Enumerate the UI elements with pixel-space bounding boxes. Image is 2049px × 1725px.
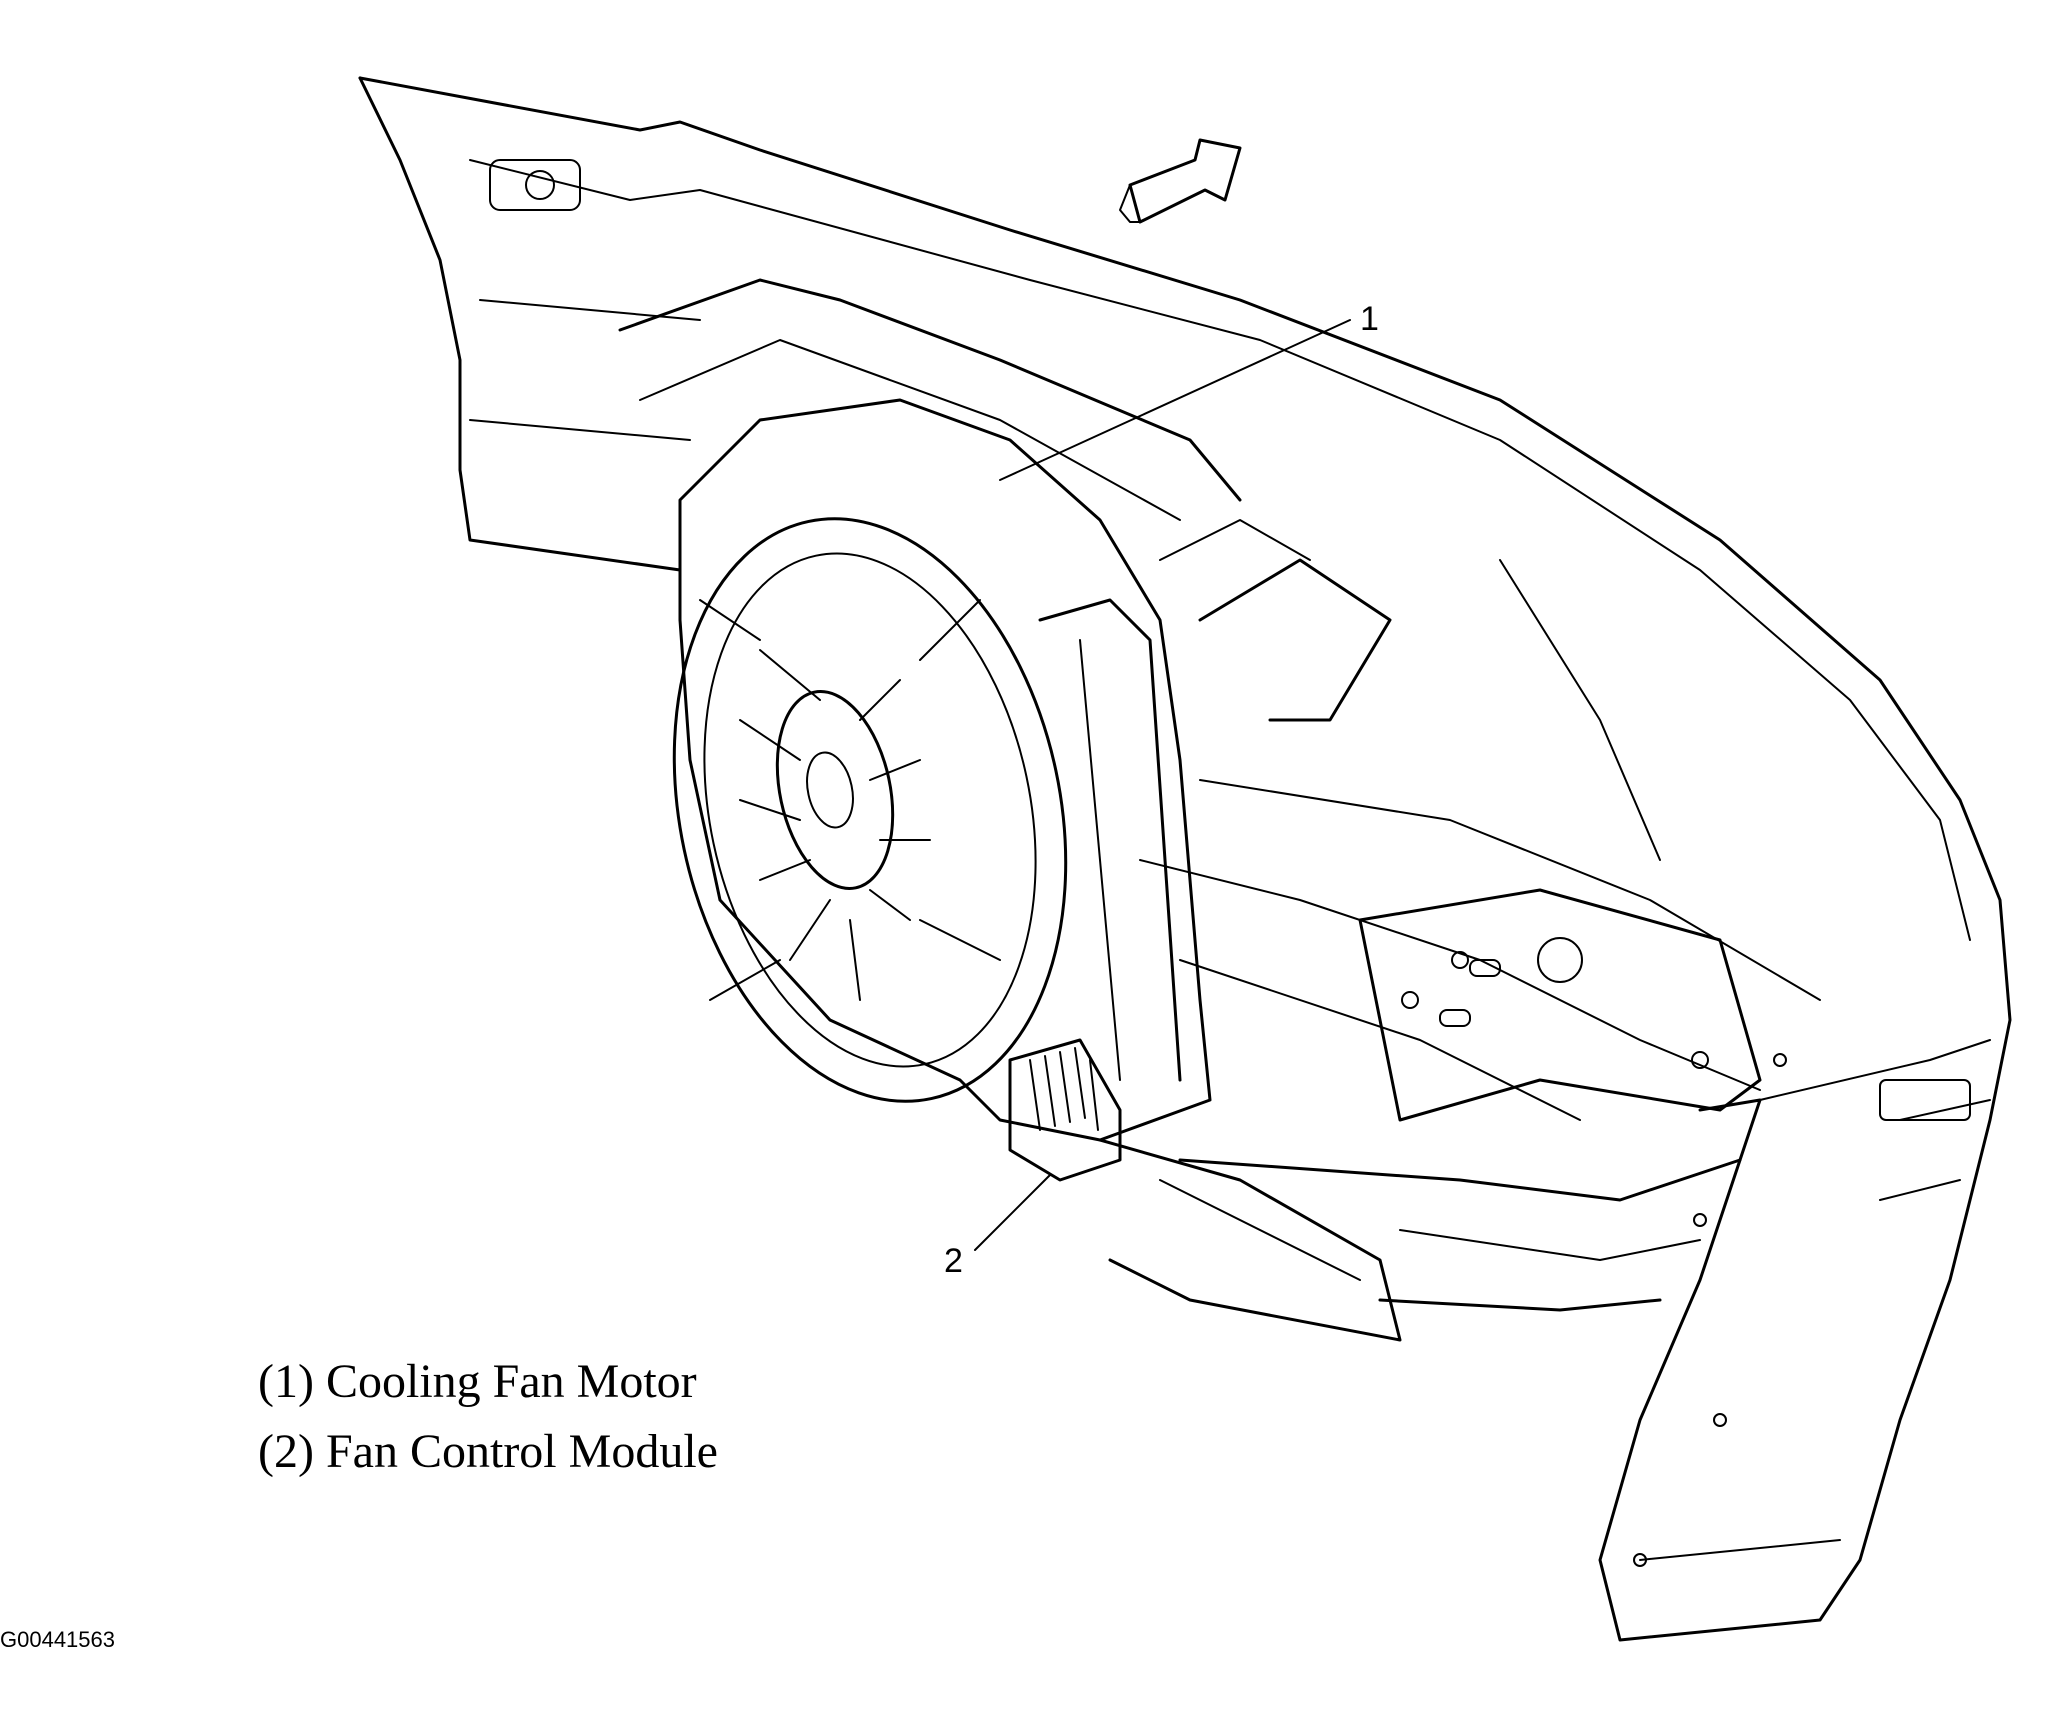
fan-control-module — [1008, 1038, 1122, 1182]
forward-arrow-icon — [1119, 138, 1242, 224]
callout-number-1: 1 — [1360, 300, 1379, 338]
legend-item-cooling-fan-motor: (1) Cooling Fan Motor — [258, 1355, 697, 1408]
callout-leader-2 — [974, 1174, 1051, 1251]
callout-number-2: 2 — [944, 1242, 963, 1280]
mounting-bracket — [1358, 888, 1762, 1122]
callout-leader-1 — [999, 319, 1351, 481]
legend-item-fan-control-module: (2) Fan Control Module — [258, 1425, 718, 1478]
figure-id: G00441563 — [0, 1627, 115, 1652]
fan-shroud — [618, 278, 1402, 1342]
cooling-fan — [672, 517, 1068, 1103]
